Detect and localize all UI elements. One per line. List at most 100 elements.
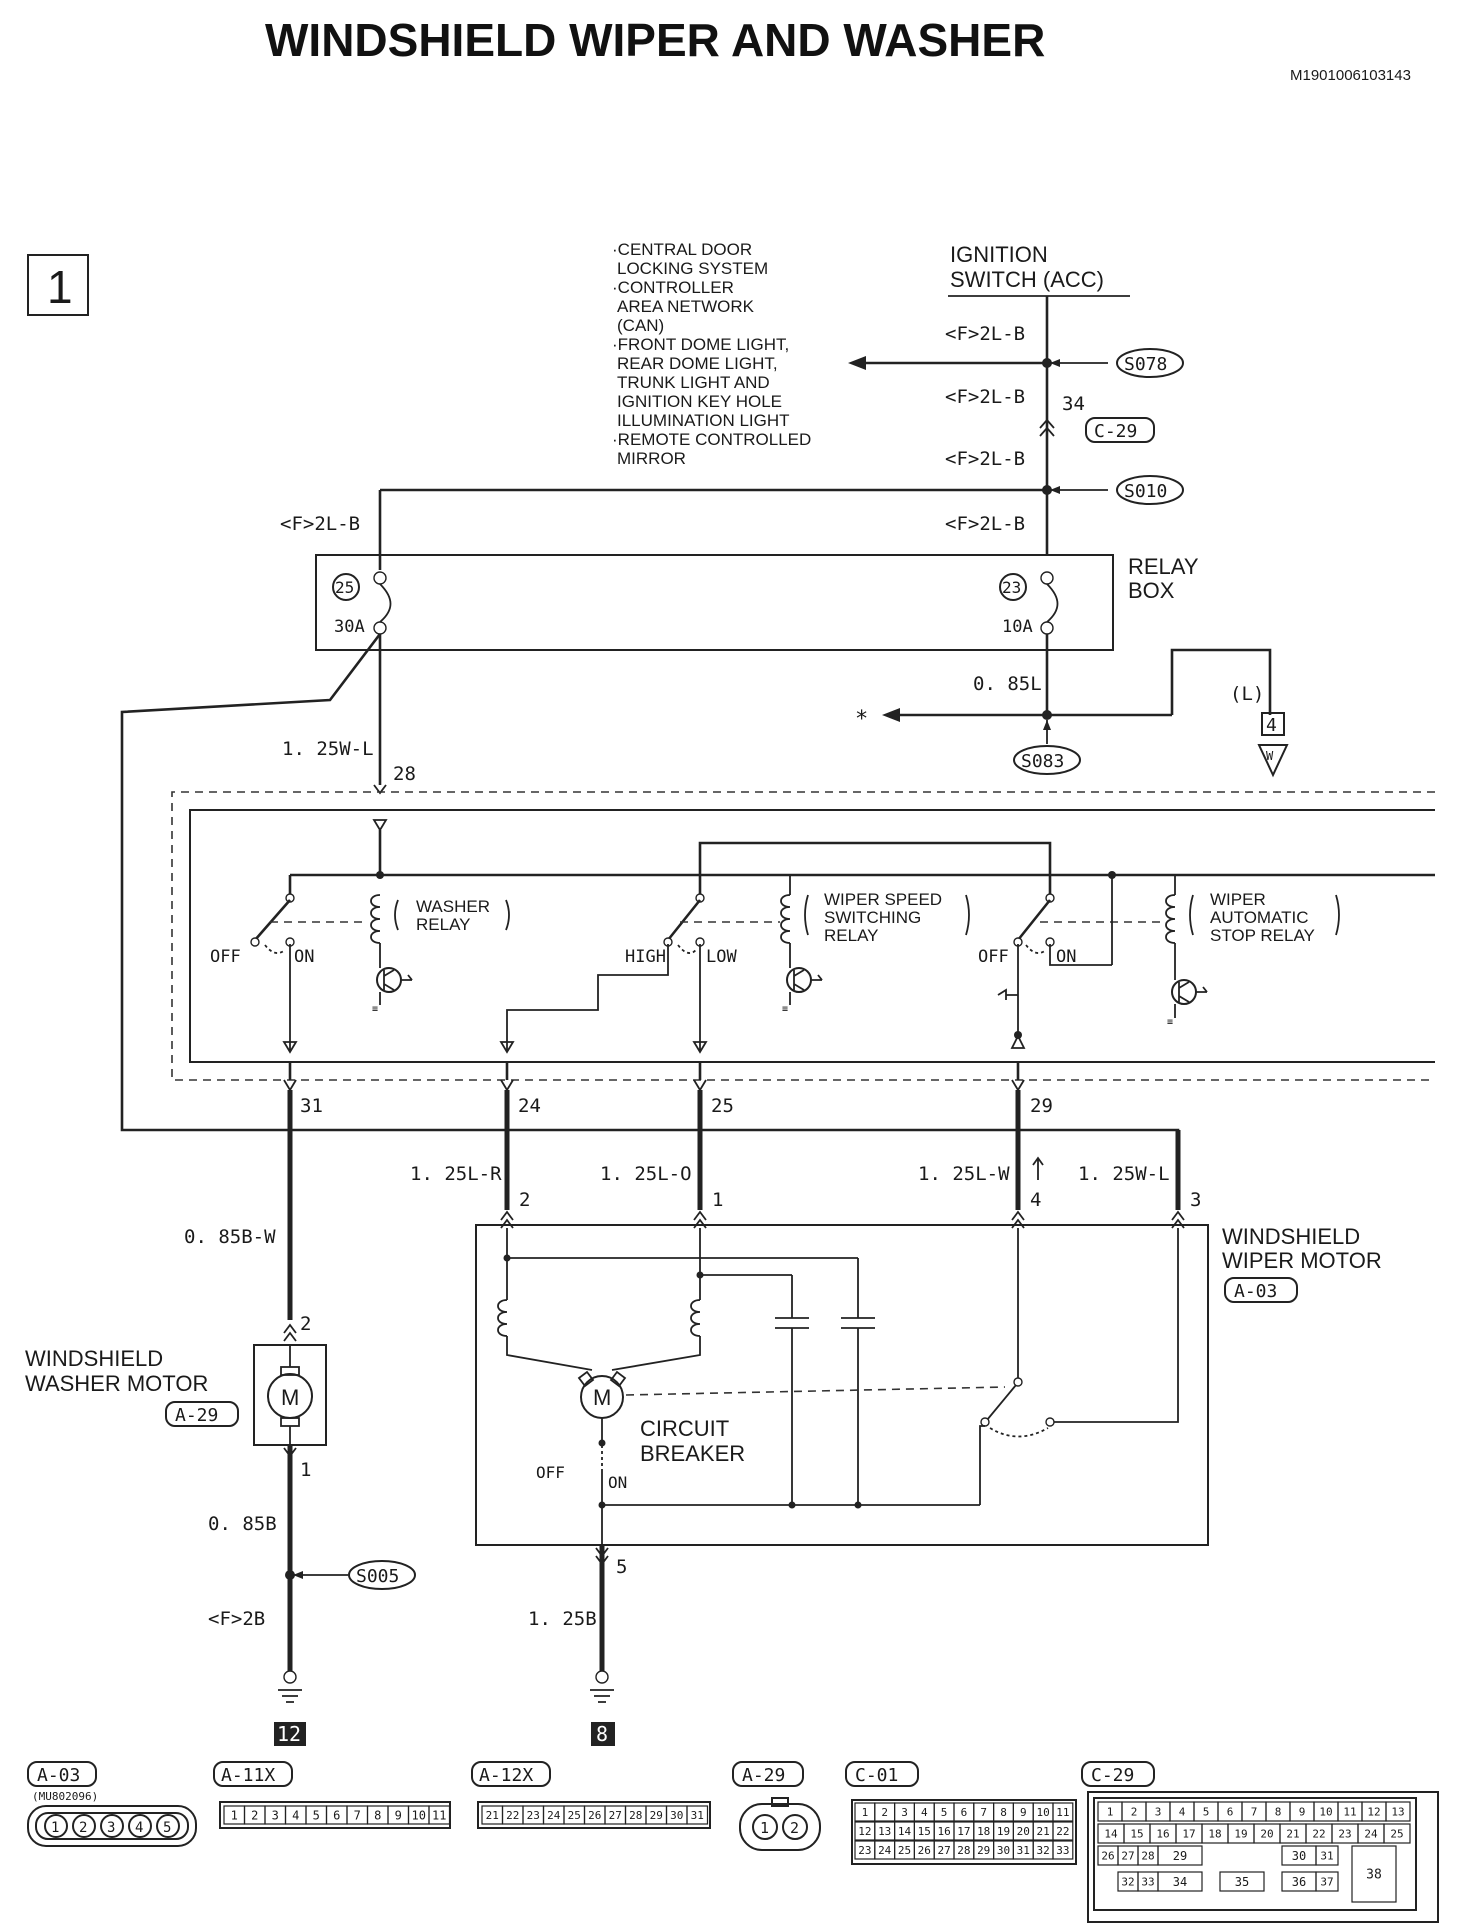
- connector-pin-label: 1: [1107, 1805, 1114, 1818]
- connector-pin-label: 29: [1173, 1849, 1187, 1863]
- ground-terminal: [595, 1670, 609, 1684]
- wiper-motor-box: [475, 1224, 1209, 1546]
- connector-housing: [27, 1805, 197, 1847]
- splice-s078-label: S078: [1124, 354, 1167, 375]
- wire-085l: 0. 85L: [973, 673, 1042, 695]
- pin-label: 4: [135, 1820, 143, 1836]
- connector-inner: [35, 1812, 189, 1840]
- document-code: M1901006103143: [1290, 67, 1411, 84]
- wiper-motor-connector-tag: [1224, 1277, 1298, 1303]
- wire-label-main-2: <F>2L-B: [945, 386, 1025, 408]
- fuse-23-amps: 10A: [1002, 617, 1033, 637]
- ground-mark: ≡: [372, 1004, 378, 1015]
- winding-high: [690, 1299, 701, 1337]
- ground-terminal: [283, 1670, 297, 1684]
- cam-to-pin-3: [1054, 1228, 1179, 1423]
- pin-mark: [693, 1079, 707, 1092]
- connector-pin-label: 8: [1275, 1805, 1282, 1818]
- branch-note: MIRROR: [617, 449, 686, 468]
- s083-to-w-wire: [1170, 648, 1272, 715]
- splice-s010: [1116, 475, 1184, 505]
- connector-pin-label: 28: [1141, 1849, 1154, 1862]
- stop-relay-switch: [1016, 899, 1052, 941]
- connector-pin-label: 22: [1056, 1825, 1069, 1838]
- cam-switch: [986, 1384, 1017, 1421]
- connector-pin-label: 17: [1182, 1827, 1195, 1840]
- washer-motor-connector: A-29: [175, 1405, 218, 1426]
- speed-high: HIGH: [625, 947, 666, 967]
- stop-relay-label-1: WIPER: [1210, 890, 1266, 909]
- connector-pin-label: 12: [1367, 1805, 1380, 1818]
- pin-2: [782, 1814, 808, 1840]
- pin-25: 25: [711, 1095, 734, 1117]
- speed-relay-coil: [780, 894, 791, 944]
- junction-dot: [788, 1501, 796, 1509]
- wire-label-left: <F>2L-B: [280, 513, 360, 535]
- connector-pin-label: 21: [486, 1809, 499, 1822]
- connector-pin-label: 30: [670, 1809, 683, 1822]
- connector-pin-cell: [428, 1805, 451, 1825]
- connector-tag: [1081, 1761, 1155, 1787]
- connector-pin-label: 29: [650, 1809, 663, 1822]
- connector-pin-label: 17: [957, 1825, 970, 1838]
- connector-pin-label: 15: [918, 1825, 931, 1838]
- wire-125lw-label: 1. 25L-W: [918, 1163, 1010, 1185]
- connector-pin-label: 18: [1208, 1827, 1221, 1840]
- paren-open: [394, 899, 399, 931]
- transistor-symbol: [383, 969, 413, 991]
- fuse-23-symbol: [1046, 583, 1059, 623]
- connector-c29-label: C-29: [1094, 421, 1137, 442]
- connector-pin-label: 30: [1292, 1849, 1306, 1863]
- branch-note: ·CENTRAL DOOR: [612, 240, 752, 259]
- speed-relay-switch: [666, 899, 702, 941]
- speed-relay-feed: [698, 841, 1052, 875]
- switch-arc: [264, 944, 286, 954]
- connector-pin-label: 4: [1179, 1805, 1186, 1818]
- connector-pin-label: 11: [1056, 1806, 1069, 1819]
- fuse-23-terminal: [1040, 621, 1054, 635]
- washer-transistor: [376, 967, 402, 993]
- winding-low: [497, 1299, 508, 1337]
- pin-mark: [1171, 1210, 1185, 1229]
- connector-pin-label: 8: [374, 1808, 381, 1822]
- fuse-25-number: 25: [335, 578, 354, 597]
- cam-arc: [989, 1427, 1049, 1438]
- connector-pin-label: 5: [1203, 1805, 1210, 1818]
- connector-pin-label: 31: [1017, 1844, 1030, 1857]
- branch-note: ILLUMINATION LIGHT: [617, 411, 790, 430]
- connector-pin-label: 15: [1130, 1827, 1143, 1840]
- brush-lead: [611, 1336, 701, 1371]
- switch-arc: [1025, 944, 1047, 954]
- connector-pin-label: 37: [1320, 1875, 1333, 1888]
- connector-pin-label: 13: [1391, 1805, 1404, 1818]
- connector-view-a03: A-03 (MU802096) 1 2 3 4 5: [27, 1761, 197, 1847]
- ref-w: W: [1266, 749, 1274, 763]
- current-arrow: [1032, 1156, 1044, 1180]
- wiper-motor-connector: A-03: [1234, 1281, 1277, 1302]
- relay-box: [315, 554, 1114, 651]
- stop-relay-label-2: AUTOMATIC: [1210, 908, 1309, 927]
- module-inner-outline: [189, 809, 1435, 1063]
- leader-arrow: [1050, 359, 1060, 367]
- connector-pin-label: 4: [292, 1808, 299, 1822]
- branch-arrow-left: [848, 356, 866, 370]
- connector-pin-label: 11: [432, 1808, 446, 1822]
- connector-name: A-12X: [479, 1765, 533, 1786]
- junction-dot: [854, 1501, 862, 1509]
- high-lead: [506, 944, 669, 1050]
- wire-125b-label: 1. 25B: [528, 1608, 597, 1630]
- splice-s078: [1116, 348, 1184, 378]
- wire-125lo-label: 1. 25L-O: [600, 1163, 692, 1185]
- pin-label: 5: [163, 1820, 171, 1836]
- pin-4: [128, 1814, 152, 1838]
- connector-pin-label: 36: [1292, 1875, 1306, 1889]
- splice-s083: [1013, 745, 1081, 775]
- connector-pin-label: 2: [1131, 1805, 1138, 1818]
- connector-pin-label: 31: [691, 1809, 704, 1822]
- connector-pin-label: 19: [997, 1825, 1010, 1838]
- pin-mark: [283, 1323, 297, 1342]
- ground-mark: ≡: [782, 1004, 788, 1015]
- stop-relay-label-3: STOP RELAY: [1210, 926, 1315, 945]
